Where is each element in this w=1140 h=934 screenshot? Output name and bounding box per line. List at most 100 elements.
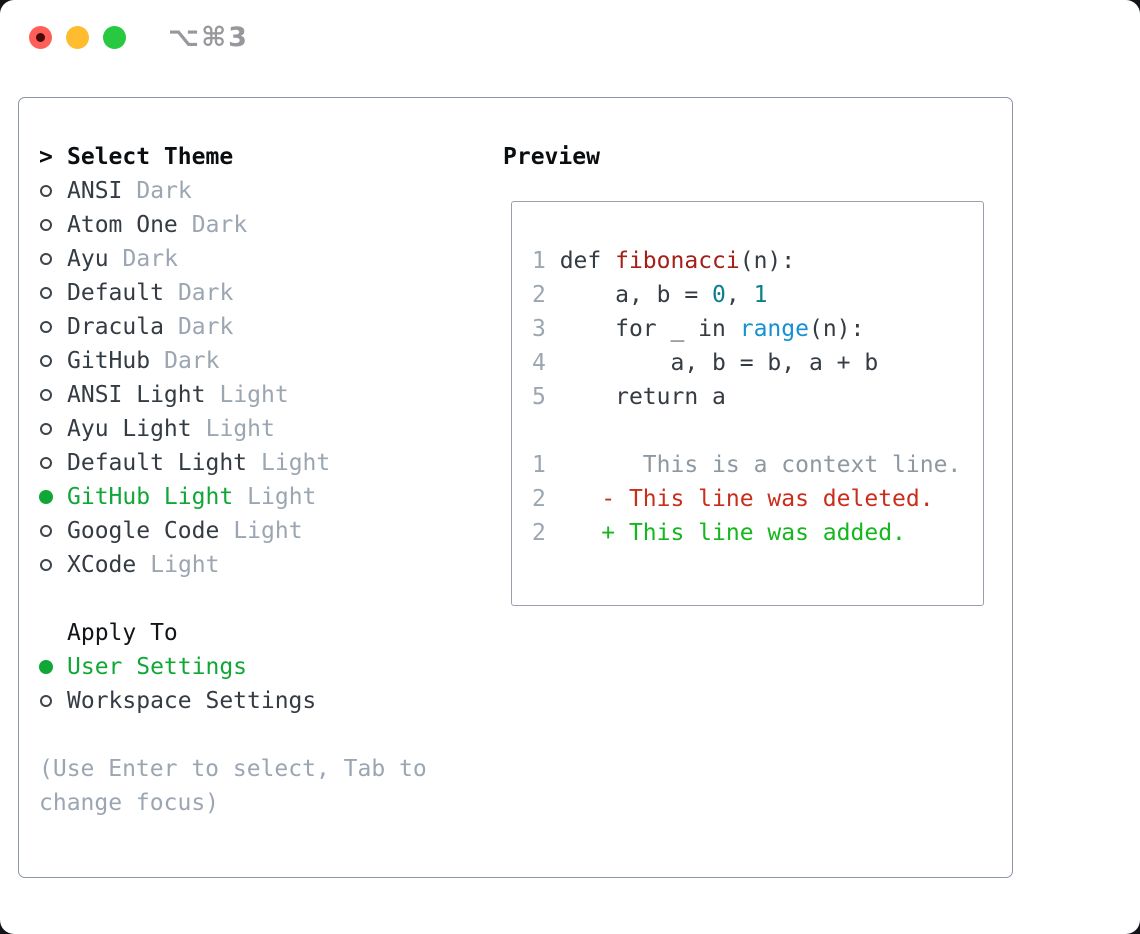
apply-to-header: Apply To bbox=[39, 616, 427, 650]
theme-variant-label: Dark bbox=[191, 212, 248, 238]
code-line: 5 return a bbox=[532, 380, 983, 414]
theme-option-label: XCode bbox=[67, 552, 137, 578]
theme-option[interactable]: Default Light Light bbox=[39, 446, 427, 480]
theme-option[interactable]: GitHub Light Light bbox=[39, 480, 427, 514]
line-number: 1 bbox=[532, 452, 546, 478]
code-line bbox=[532, 414, 983, 448]
code-token-fg: def bbox=[545, 248, 616, 274]
theme-option-label: ANSI bbox=[67, 178, 123, 204]
theme-option-label: Ayu Light bbox=[67, 416, 192, 442]
radio-unselected-icon bbox=[40, 355, 52, 367]
line-number bbox=[532, 418, 546, 444]
theme-option[interactable]: Default Dark bbox=[39, 276, 427, 310]
theme-option[interactable]: ANSI Dark bbox=[39, 174, 427, 208]
keyboard-hint-line1: (Use Enter to select, Tab to bbox=[39, 756, 427, 782]
code-line: 1 def fibonacci(n): bbox=[532, 244, 983, 278]
code-token-diff_context: This is a context line. bbox=[545, 452, 962, 478]
theme-option[interactable]: Atom One Dark bbox=[39, 208, 427, 242]
spacer bbox=[39, 718, 427, 752]
theme-option-label: Atom One bbox=[67, 212, 178, 238]
line-number: 4 bbox=[532, 350, 546, 376]
code-token-number_teal: 0 bbox=[712, 282, 726, 308]
code-line: 4 a, b = b, a + b bbox=[532, 346, 983, 380]
theme-option-label: Google Code bbox=[67, 518, 220, 544]
theme-variant-label: Light bbox=[247, 484, 317, 510]
window-shortcut-label: ⌥⌘3 bbox=[168, 22, 249, 53]
preview-title: Preview bbox=[503, 144, 600, 170]
radio-unselected-icon bbox=[40, 695, 52, 707]
code-token-diff_added: + This line was added. bbox=[545, 520, 906, 546]
keyboard-hint-line2: change focus) bbox=[39, 790, 220, 816]
theme-option[interactable]: XCode Light bbox=[39, 548, 427, 582]
close-button-dot-icon bbox=[36, 33, 45, 42]
theme-option[interactable]: Ayu Light Light bbox=[39, 412, 427, 446]
traffic-lights bbox=[29, 26, 126, 49]
code-token-diff_deleted: - This line was deleted. bbox=[545, 486, 934, 512]
radio-unselected-icon bbox=[40, 457, 52, 469]
line-number: 2 bbox=[532, 520, 546, 546]
theme-option-label: Dracula bbox=[67, 314, 164, 340]
theme-option-label: Default Light bbox=[67, 450, 248, 476]
theme-option-label: Ayu bbox=[67, 246, 109, 272]
code-token-fg: (n): bbox=[808, 316, 865, 342]
code-line: 2 a, b = 0, 1 bbox=[532, 278, 983, 312]
prompt-icon: > bbox=[39, 144, 53, 170]
apply-option-label: User Settings bbox=[67, 654, 248, 680]
apply-option[interactable]: Workspace Settings bbox=[39, 684, 427, 718]
theme-variant-label: Dark bbox=[177, 280, 234, 306]
code-token-number_teal: 1 bbox=[753, 282, 768, 308]
radio-unselected-icon bbox=[40, 287, 52, 299]
theme-option-label: Default bbox=[67, 280, 164, 306]
theme-variant-label: Dark bbox=[177, 314, 234, 340]
radio-unselected-icon bbox=[40, 219, 52, 231]
theme-variant-label: Dark bbox=[122, 246, 178, 272]
theme-option-label: GitHub Light bbox=[67, 484, 234, 510]
line-number: 2 bbox=[532, 486, 546, 512]
radio-selected-icon bbox=[39, 490, 53, 504]
theme-variant-label: Light bbox=[205, 416, 275, 442]
select-theme-title: Select Theme bbox=[67, 144, 234, 170]
radio-unselected-icon bbox=[40, 525, 52, 537]
select-theme-header: > Select Theme bbox=[39, 140, 427, 174]
radio-unselected-icon bbox=[40, 423, 52, 435]
minimize-button-icon[interactable] bbox=[66, 26, 89, 49]
line-number: 5 bbox=[532, 384, 546, 410]
radio-unselected-icon bbox=[40, 185, 52, 197]
line-number: 1 bbox=[532, 248, 546, 274]
code-token-func_red: fibonacci bbox=[615, 248, 740, 274]
code-token-builtin_blue: range bbox=[739, 316, 809, 342]
apply-option-label: Workspace Settings bbox=[67, 688, 317, 714]
theme-option[interactable]: Dracula Dark bbox=[39, 310, 427, 344]
line-number: 3 bbox=[532, 316, 546, 342]
theme-option[interactable]: Ayu Dark bbox=[39, 242, 427, 276]
close-button-icon[interactable] bbox=[29, 26, 52, 49]
code-token-fg: a, b = b, a + b bbox=[545, 350, 879, 376]
apply-option[interactable]: User Settings bbox=[39, 650, 427, 684]
titlebar: ⌥⌘3 bbox=[0, 0, 1140, 76]
code-line: 1 This is a context line. bbox=[532, 448, 983, 482]
theme-variant-label: Dark bbox=[164, 348, 220, 374]
theme-variant-label: Light bbox=[219, 382, 289, 408]
code-token-fg: , bbox=[725, 282, 754, 308]
zoom-button-icon[interactable] bbox=[103, 26, 126, 49]
code-line: 2 - This line was deleted. bbox=[532, 482, 983, 516]
radio-unselected-icon bbox=[40, 253, 52, 265]
radio-unselected-icon bbox=[40, 321, 52, 333]
theme-variant-label: Light bbox=[150, 552, 220, 578]
code-token-fg: return a bbox=[545, 384, 726, 410]
code-line: 2 + This line was added. bbox=[532, 516, 983, 550]
theme-variant-label: Light bbox=[261, 450, 331, 476]
radio-selected-icon bbox=[39, 660, 53, 674]
theme-variant-label: Dark bbox=[136, 178, 192, 204]
spacer bbox=[39, 582, 427, 616]
radio-unselected-icon bbox=[40, 389, 52, 401]
code-token-fg: (n): bbox=[739, 248, 796, 274]
radio-unselected-icon bbox=[40, 559, 52, 571]
